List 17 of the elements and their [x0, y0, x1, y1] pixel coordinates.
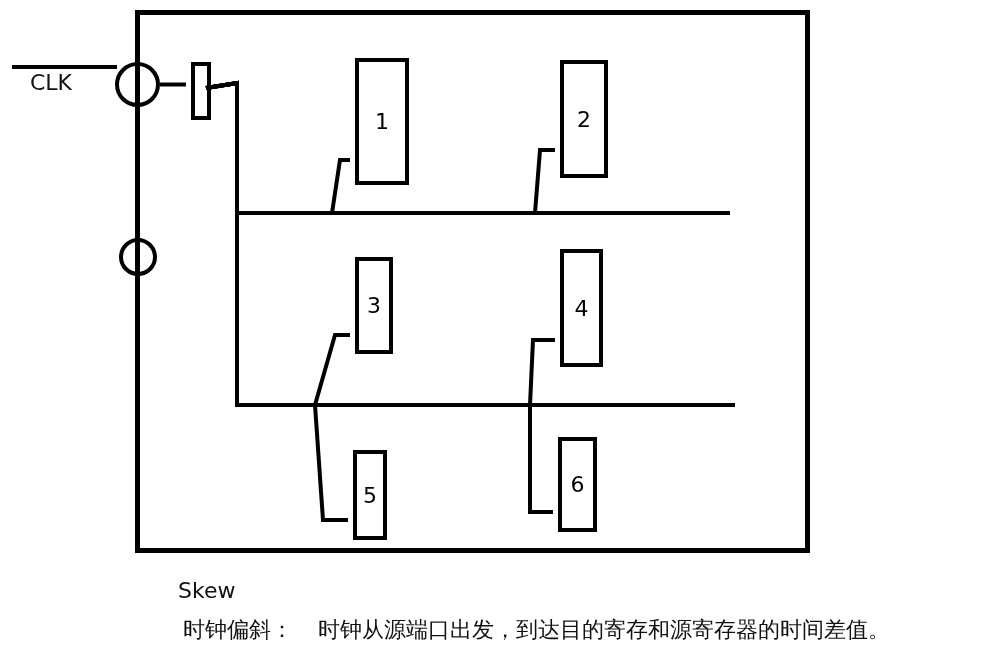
register-box: 4	[560, 249, 603, 367]
definition-text: 时钟从源端口出发，到达目的寄存和源寄存器的时间差值。	[318, 616, 890, 644]
wire	[160, 82, 186, 87]
term-text: 时钟偏斜：	[183, 616, 293, 644]
pad-circle	[115, 62, 160, 107]
register-box: 1	[355, 58, 409, 185]
buffer-box	[191, 62, 211, 120]
chip-outline	[135, 10, 810, 553]
register-box: 3	[355, 257, 393, 354]
register-box: 5	[353, 450, 387, 540]
pad-circle	[119, 238, 157, 276]
edge-label: CLK	[30, 70, 73, 95]
register-box: 2	[560, 60, 608, 178]
heading-text: Skew	[178, 578, 236, 603]
register-box: 6	[558, 437, 597, 532]
wire	[205, 80, 553, 514]
wire	[12, 65, 117, 69]
